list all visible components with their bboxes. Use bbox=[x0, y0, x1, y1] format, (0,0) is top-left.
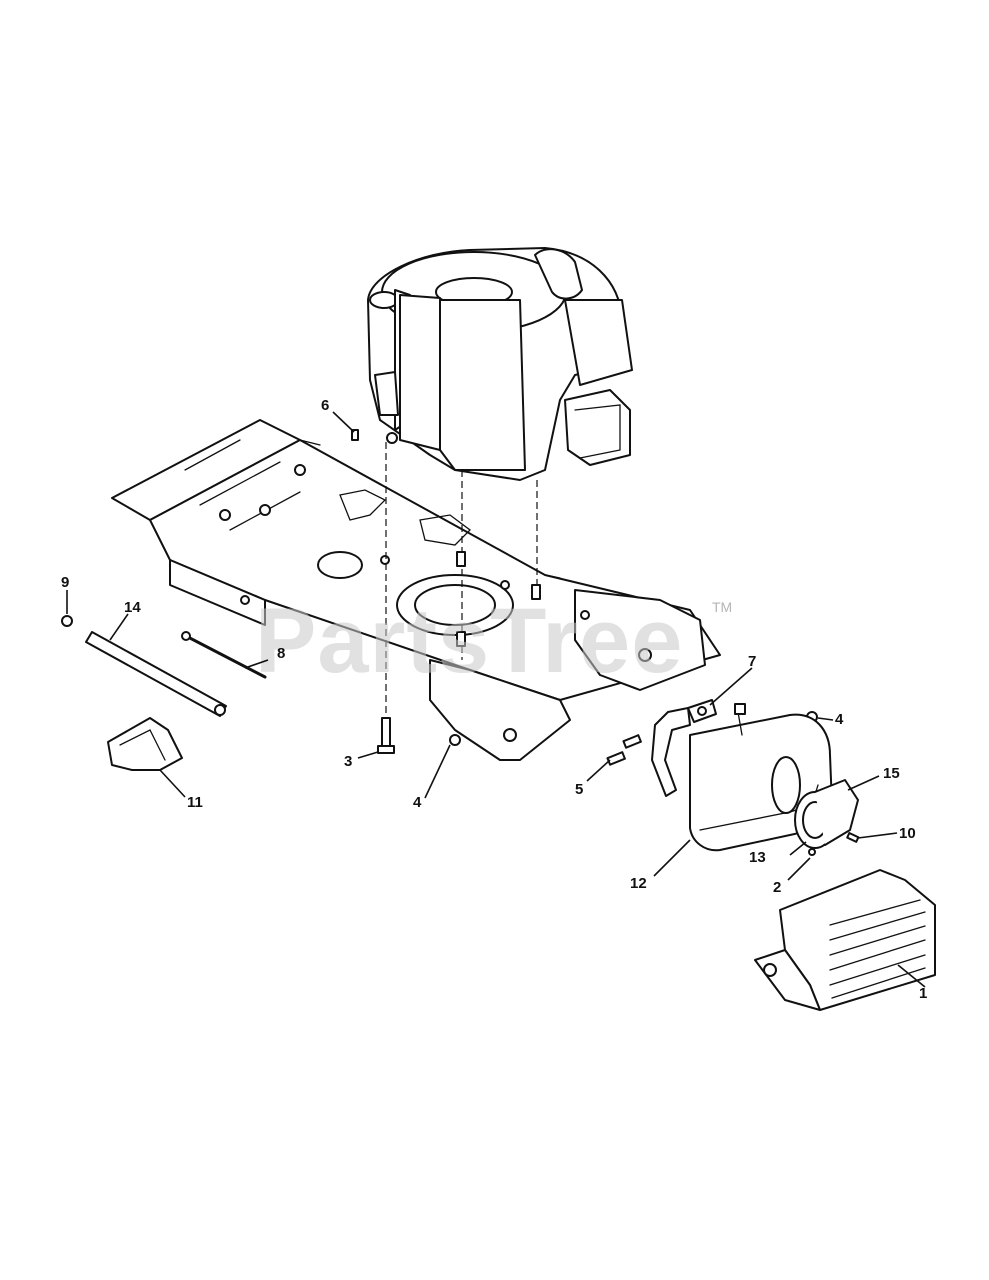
callout-4-left: 4 bbox=[413, 794, 422, 811]
watermark-text: PartsTree bbox=[255, 590, 683, 692]
callout-1: 1 bbox=[919, 985, 927, 1002]
callout-14: 14 bbox=[124, 599, 141, 616]
callout-4-right: 4 bbox=[835, 711, 844, 728]
callout-15: 15 bbox=[883, 765, 900, 782]
watermark-trademark: TM bbox=[712, 599, 732, 615]
mounting-bolt bbox=[377, 717, 395, 754]
stud-front bbox=[456, 551, 466, 567]
callout-7: 7 bbox=[748, 653, 756, 670]
callout-12: 12 bbox=[630, 875, 647, 892]
callout-11: 11 bbox=[187, 794, 203, 811]
bolt-small bbox=[351, 429, 359, 441]
callout-leaders bbox=[66, 411, 926, 988]
spark-arrestor bbox=[794, 779, 859, 849]
callout-6: 6 bbox=[321, 397, 329, 414]
callout-8: 8 bbox=[277, 645, 285, 662]
screw-tube bbox=[846, 832, 860, 843]
control-rod bbox=[85, 631, 227, 717]
callout-5: 5 bbox=[575, 781, 583, 798]
hex-nut bbox=[61, 615, 73, 627]
exhaust-gasket bbox=[687, 699, 717, 723]
link-rod bbox=[181, 631, 267, 679]
muffler-guard bbox=[754, 869, 936, 1011]
chassis-frame bbox=[111, 419, 721, 761]
stud-right bbox=[531, 584, 541, 600]
callout-3: 3 bbox=[344, 753, 352, 770]
engine bbox=[367, 247, 633, 481]
callout-9: 9 bbox=[61, 574, 69, 591]
callout-numbers: 1 2 3 4 4 5 6 7 8 9 10 11 12 13 14 15 bbox=[61, 397, 927, 1002]
callout-10: 10 bbox=[899, 825, 916, 842]
muffler-bolts bbox=[606, 734, 642, 766]
stud-center bbox=[456, 631, 466, 647]
nut-left bbox=[449, 734, 461, 746]
callout-2: 2 bbox=[773, 879, 781, 896]
shield-bracket bbox=[107, 717, 183, 771]
screw-small bbox=[808, 848, 816, 856]
callout-13: 13 bbox=[749, 849, 766, 866]
